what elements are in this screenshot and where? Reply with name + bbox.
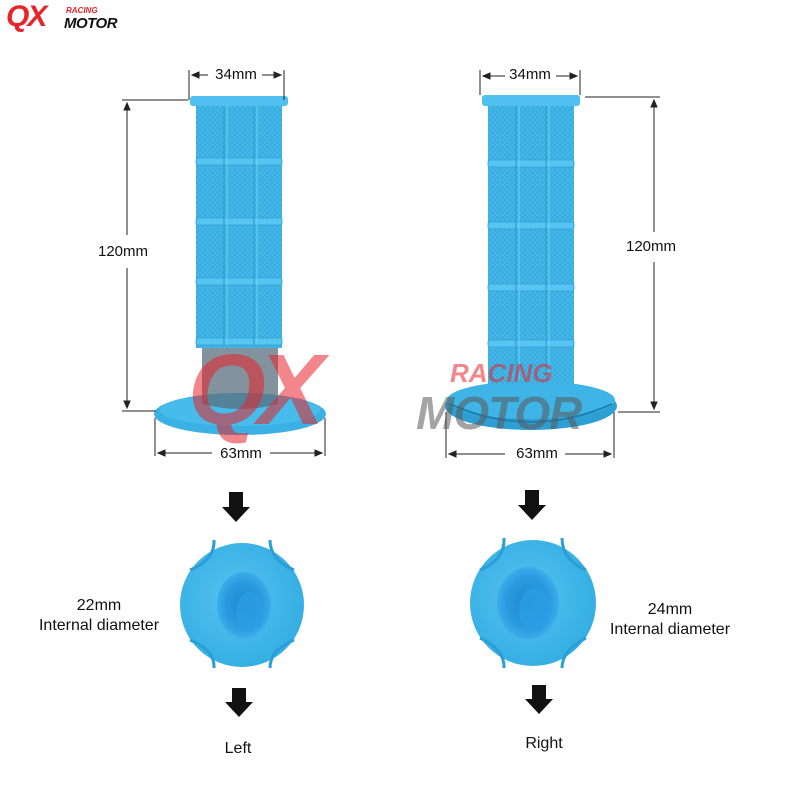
logo-qx-text: QX [6,0,47,33]
right-grip [445,95,617,430]
right-internal-diameter-value: 24mm [647,601,693,618]
right-side-label: Right [525,735,563,752]
right-end-view [470,537,596,669]
right-grip-top-cap [482,95,580,106]
arrow-down-icon [225,688,253,717]
left-flange-width-label: 63mm [220,445,262,462]
left-side-label: Left [224,740,252,757]
arrow-down-icon [518,490,546,520]
left-grip-body [196,104,282,348]
left-height-label: 120mm [98,243,149,260]
left-internal-diameter-value: 22mm [76,597,122,614]
left-end-view [180,539,304,669]
right-height-label: 120mm [626,238,677,255]
right-internal-diameter-label: Internal diameter [609,621,731,638]
arrow-down-icon [525,685,553,714]
logo-motor-text: MOTOR [64,15,118,32]
right-internal-diameter: 24mm Internal diameter [603,600,737,640]
left-internal-diameter-label: Internal diameter [38,617,160,634]
left-internal-diameter: 22mm Internal diameter [32,596,166,636]
right-dimension-lines [445,70,660,458]
brand-logo: QX RACING MOTOR [6,0,136,34]
left-top-width-label: 34mm [215,66,257,83]
arrow-down-icon [222,492,250,522]
right-flange-width-label: 63mm [516,445,558,462]
logo-racing-text: RACING [66,6,98,15]
right-grip-body [488,104,574,384]
left-dimension-lines [122,70,326,457]
left-grip [154,96,326,435]
left-grip-top-cap [190,96,288,106]
right-top-width-label: 34mm [509,66,551,83]
